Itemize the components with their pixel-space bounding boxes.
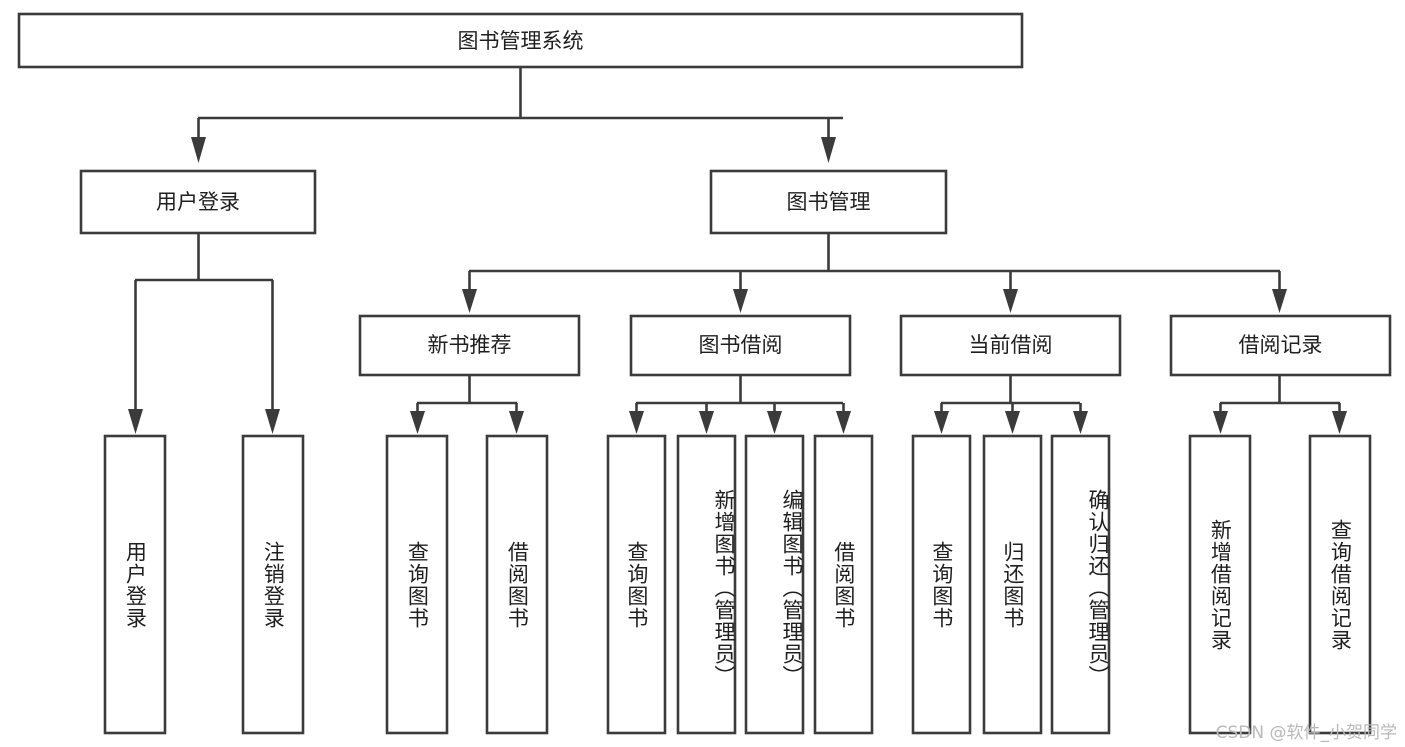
node-book-borrow-box[interactable] (629, 314, 852, 377)
node-leaf-return-book-box[interactable] (982, 434, 1043, 735)
connector-group-user-login (128, 233, 280, 434)
node-current-borrow[interactable]: 当前借阅 (899, 314, 1122, 377)
connector-group-current-borrow (934, 375, 1088, 434)
node-leaf-add-book-admin-box[interactable] (676, 434, 737, 735)
arrow-nbr-leaf-2 (509, 411, 524, 434)
arrow-cb-leaf-2 (1005, 411, 1020, 434)
node-root[interactable]: 图书管理系统 (17, 12, 1024, 69)
arrow-user-login-leaf-1 (128, 409, 143, 434)
node-leaf-confirm-return-admin-box[interactable] (1050, 434, 1111, 735)
node-root-box[interactable] (17, 12, 1024, 69)
node-leaf-query-book-recommend-box[interactable] (385, 434, 449, 735)
node-user-login-box[interactable] (79, 169, 317, 235)
arrow-bm-to-borrow-record (1272, 289, 1287, 313)
node-current-borrow-box[interactable] (899, 314, 1122, 377)
node-new-book-recommend-label: 新书推荐 (428, 333, 512, 357)
arrow-root-to-user-login (191, 137, 206, 163)
node-new-book-recommend-box[interactable] (358, 314, 581, 377)
connector-group-borrow-record (1213, 375, 1347, 434)
node-borrow-record-label: 借阅记录 (1239, 333, 1323, 357)
arrow-nbr-leaf-1 (410, 411, 425, 434)
arrow-bm-to-current-borrow (1003, 289, 1018, 313)
node-leaf-logout-login-box[interactable] (241, 434, 305, 735)
node-user-login-label: 用户登录 (156, 190, 240, 214)
node-leaf-add-borrow-record-box[interactable] (1188, 434, 1252, 735)
arrow-root-to-book-management (821, 137, 836, 163)
node-borrow-record-box[interactable] (1169, 314, 1392, 377)
node-leaf-borrow-book-recommend-box[interactable] (485, 434, 549, 735)
node-current-borrow-label: 当前借阅 (969, 333, 1053, 357)
node-leaf-borrow-book-box[interactable] (813, 434, 874, 735)
arrow-bb-leaf-3 (767, 411, 782, 434)
arrow-bm-to-book-borrow (733, 289, 748, 313)
connector-group-book-management (462, 233, 1287, 313)
node-leaf-query-book-current-box[interactable] (911, 434, 972, 735)
node-leaf-query-book-borrow-box[interactable] (606, 434, 667, 735)
node-book-borrow[interactable]: 图书借阅 (629, 314, 852, 377)
arrow-br-leaf-1 (1213, 411, 1228, 434)
node-leaf-user-login-box[interactable] (103, 434, 167, 735)
arrow-bb-leaf-2 (699, 411, 714, 434)
node-leaf-query-borrow-record-box[interactable] (1308, 434, 1372, 735)
arrow-br-leaf-2 (1332, 411, 1347, 434)
watermark-text: CSDN @软件_小贺同学 (1215, 723, 1397, 743)
arrow-cb-leaf-1 (934, 411, 949, 434)
node-root-label: 图书管理系统 (458, 29, 584, 53)
node-book-management[interactable]: 图书管理 (709, 169, 948, 235)
connector-group-book-borrow (629, 375, 851, 434)
arrow-user-login-leaf-2 (265, 409, 280, 434)
node-user-login[interactable]: 用户登录 (79, 169, 317, 235)
connector-group-new-book-recommend (410, 375, 524, 434)
arrow-bb-leaf-1 (629, 411, 644, 434)
node-book-borrow-label: 图书借阅 (699, 333, 783, 357)
node-book-management-box[interactable] (709, 169, 948, 235)
node-leaf-edit-book-admin-box[interactable] (744, 434, 805, 735)
arrow-bb-leaf-4 (836, 411, 851, 434)
node-borrow-record[interactable]: 借阅记录 (1169, 314, 1392, 377)
connector-group-root (191, 67, 843, 163)
arrow-cb-leaf-3 (1073, 411, 1088, 434)
node-book-management-label: 图书管理 (787, 190, 871, 214)
arrow-bm-to-new-book-recommend (462, 289, 477, 313)
node-new-book-recommend[interactable]: 新书推荐 (358, 314, 581, 377)
